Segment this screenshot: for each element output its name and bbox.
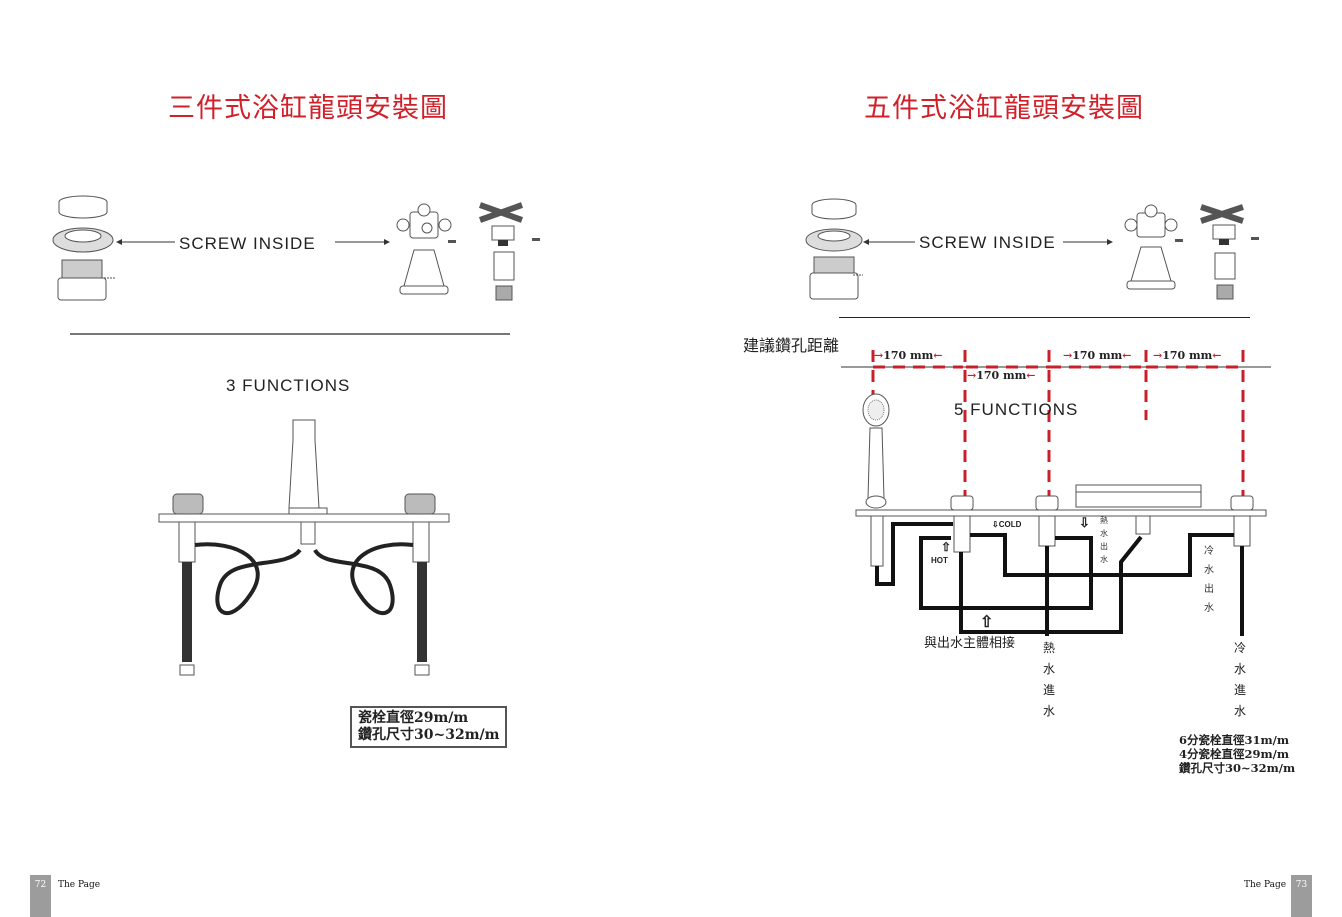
- char: 水: [1100, 529, 1108, 538]
- cold-water-out-label: 冷 水 出 水: [1204, 542, 1214, 618]
- char: 冷: [1204, 546, 1214, 557]
- char: 出: [1204, 584, 1214, 595]
- spec-line: 鑽孔尺寸30~32m/m: [358, 727, 500, 743]
- exploded-parts-diagram: [805, 198, 1259, 300]
- arrow-right-icon: →: [1063, 349, 1073, 362]
- arrow-left-icon: ←: [1122, 349, 1132, 362]
- dimension-label: →170 mm←: [1063, 349, 1132, 362]
- char: 出: [1100, 542, 1108, 551]
- arrow-down-icon: ⇩: [992, 520, 999, 529]
- functions-label: 3 FUNCTIONS: [226, 376, 351, 395]
- dimension-label: →170 mm←: [1153, 349, 1222, 362]
- page-title: 三件式浴缸龍頭安裝圖: [168, 93, 448, 124]
- spec-line: 6分瓷栓直徑31m/m: [1179, 733, 1290, 747]
- arrow-left-icon: ←: [933, 349, 943, 362]
- page-number-tab: 72: [30, 875, 51, 917]
- page-number-tab: 73: [1291, 875, 1312, 917]
- arrow-right-icon: →: [874, 349, 884, 362]
- exploded-parts-diagram: [52, 195, 540, 301]
- spec-block: 6分瓷栓直徑31m/m 4分瓷栓直徑29m/m 鑽孔尺寸30~32m/m: [1179, 733, 1295, 775]
- dimension-label: →170 mm←: [874, 349, 943, 362]
- right-page: 五件式浴缸龍頭安裝圖 SCREW INSIDE 建議鑽孔距離: [671, 0, 1342, 917]
- char: 水: [1042, 704, 1055, 718]
- arrow-right-icon: →: [1153, 349, 1163, 362]
- footer-text: The Page: [1244, 880, 1287, 890]
- arrow-left-icon: ←: [1212, 349, 1222, 362]
- char: 水: [1204, 603, 1214, 614]
- hot-label: HOT: [931, 556, 948, 565]
- spec-line: 4分瓷栓直徑29m/m: [1179, 747, 1290, 761]
- dimension-label: →170 mm←: [967, 369, 1036, 382]
- char: 水: [1233, 704, 1246, 718]
- spec-box: 瓷栓直徑29m/m 鑽孔尺寸30~32m/m: [350, 706, 508, 748]
- drill-spacing-label: 建議鑽孔距離: [743, 336, 840, 355]
- spec-line: 瓷栓直徑29m/m: [358, 710, 469, 726]
- screw-inside-label: SCREW INSIDE: [919, 233, 1056, 252]
- arrow-left-icon: ←: [1026, 369, 1036, 382]
- char: 水: [1042, 662, 1055, 676]
- screw-inside-label: SCREW INSIDE: [179, 234, 316, 253]
- page-title: 五件式浴缸龍頭安裝圖: [864, 93, 1144, 124]
- cold-label: ⇩COLD: [992, 520, 1022, 529]
- char: 進: [1042, 683, 1055, 697]
- left-page: 三件式浴缸龍頭安裝圖 SCREW INSIDE 3 F: [30, 93, 540, 917]
- hot-water-in-label: 熱 水 進 水: [1042, 638, 1056, 722]
- divider: [70, 333, 510, 335]
- arrow-down-icon: ⇩: [1079, 515, 1090, 530]
- connect-main-body-label: 與出水主體相接: [924, 636, 1016, 651]
- dimension-value: 170 mm: [1072, 349, 1123, 362]
- dimension-value: 170 mm: [883, 349, 934, 362]
- arrow-up-icon: ⇧: [941, 540, 952, 554]
- dimension-value: 170 mm: [976, 369, 1027, 382]
- functions-label: 5 FUNCTIONS: [954, 400, 1079, 419]
- char: 熱: [1100, 516, 1108, 525]
- five-function-faucet-diagram: [855, 393, 1267, 636]
- arrow-right-icon: →: [967, 369, 977, 382]
- divider: [839, 317, 1250, 318]
- dimension-value: 170 mm: [1162, 349, 1213, 362]
- three-function-faucet-diagram: [158, 419, 450, 676]
- char: 進: [1233, 683, 1246, 697]
- char: 水: [1204, 565, 1214, 576]
- char: 水: [1100, 555, 1108, 564]
- cold-water-in-label: 冷 水 進 水: [1233, 638, 1247, 722]
- char: 熱: [1042, 641, 1055, 655]
- char: 水: [1233, 662, 1246, 676]
- footer-text: The Page: [58, 880, 101, 890]
- arrow-up-icon: ⇧: [980, 614, 994, 631]
- hot-arrow: ⇧: [941, 540, 951, 554]
- hot-water-out-label: 熱 水 出 水: [1099, 514, 1109, 566]
- char: 冷: [1233, 641, 1246, 655]
- spec-line: 鑽孔尺寸30~32m/m: [1179, 761, 1296, 775]
